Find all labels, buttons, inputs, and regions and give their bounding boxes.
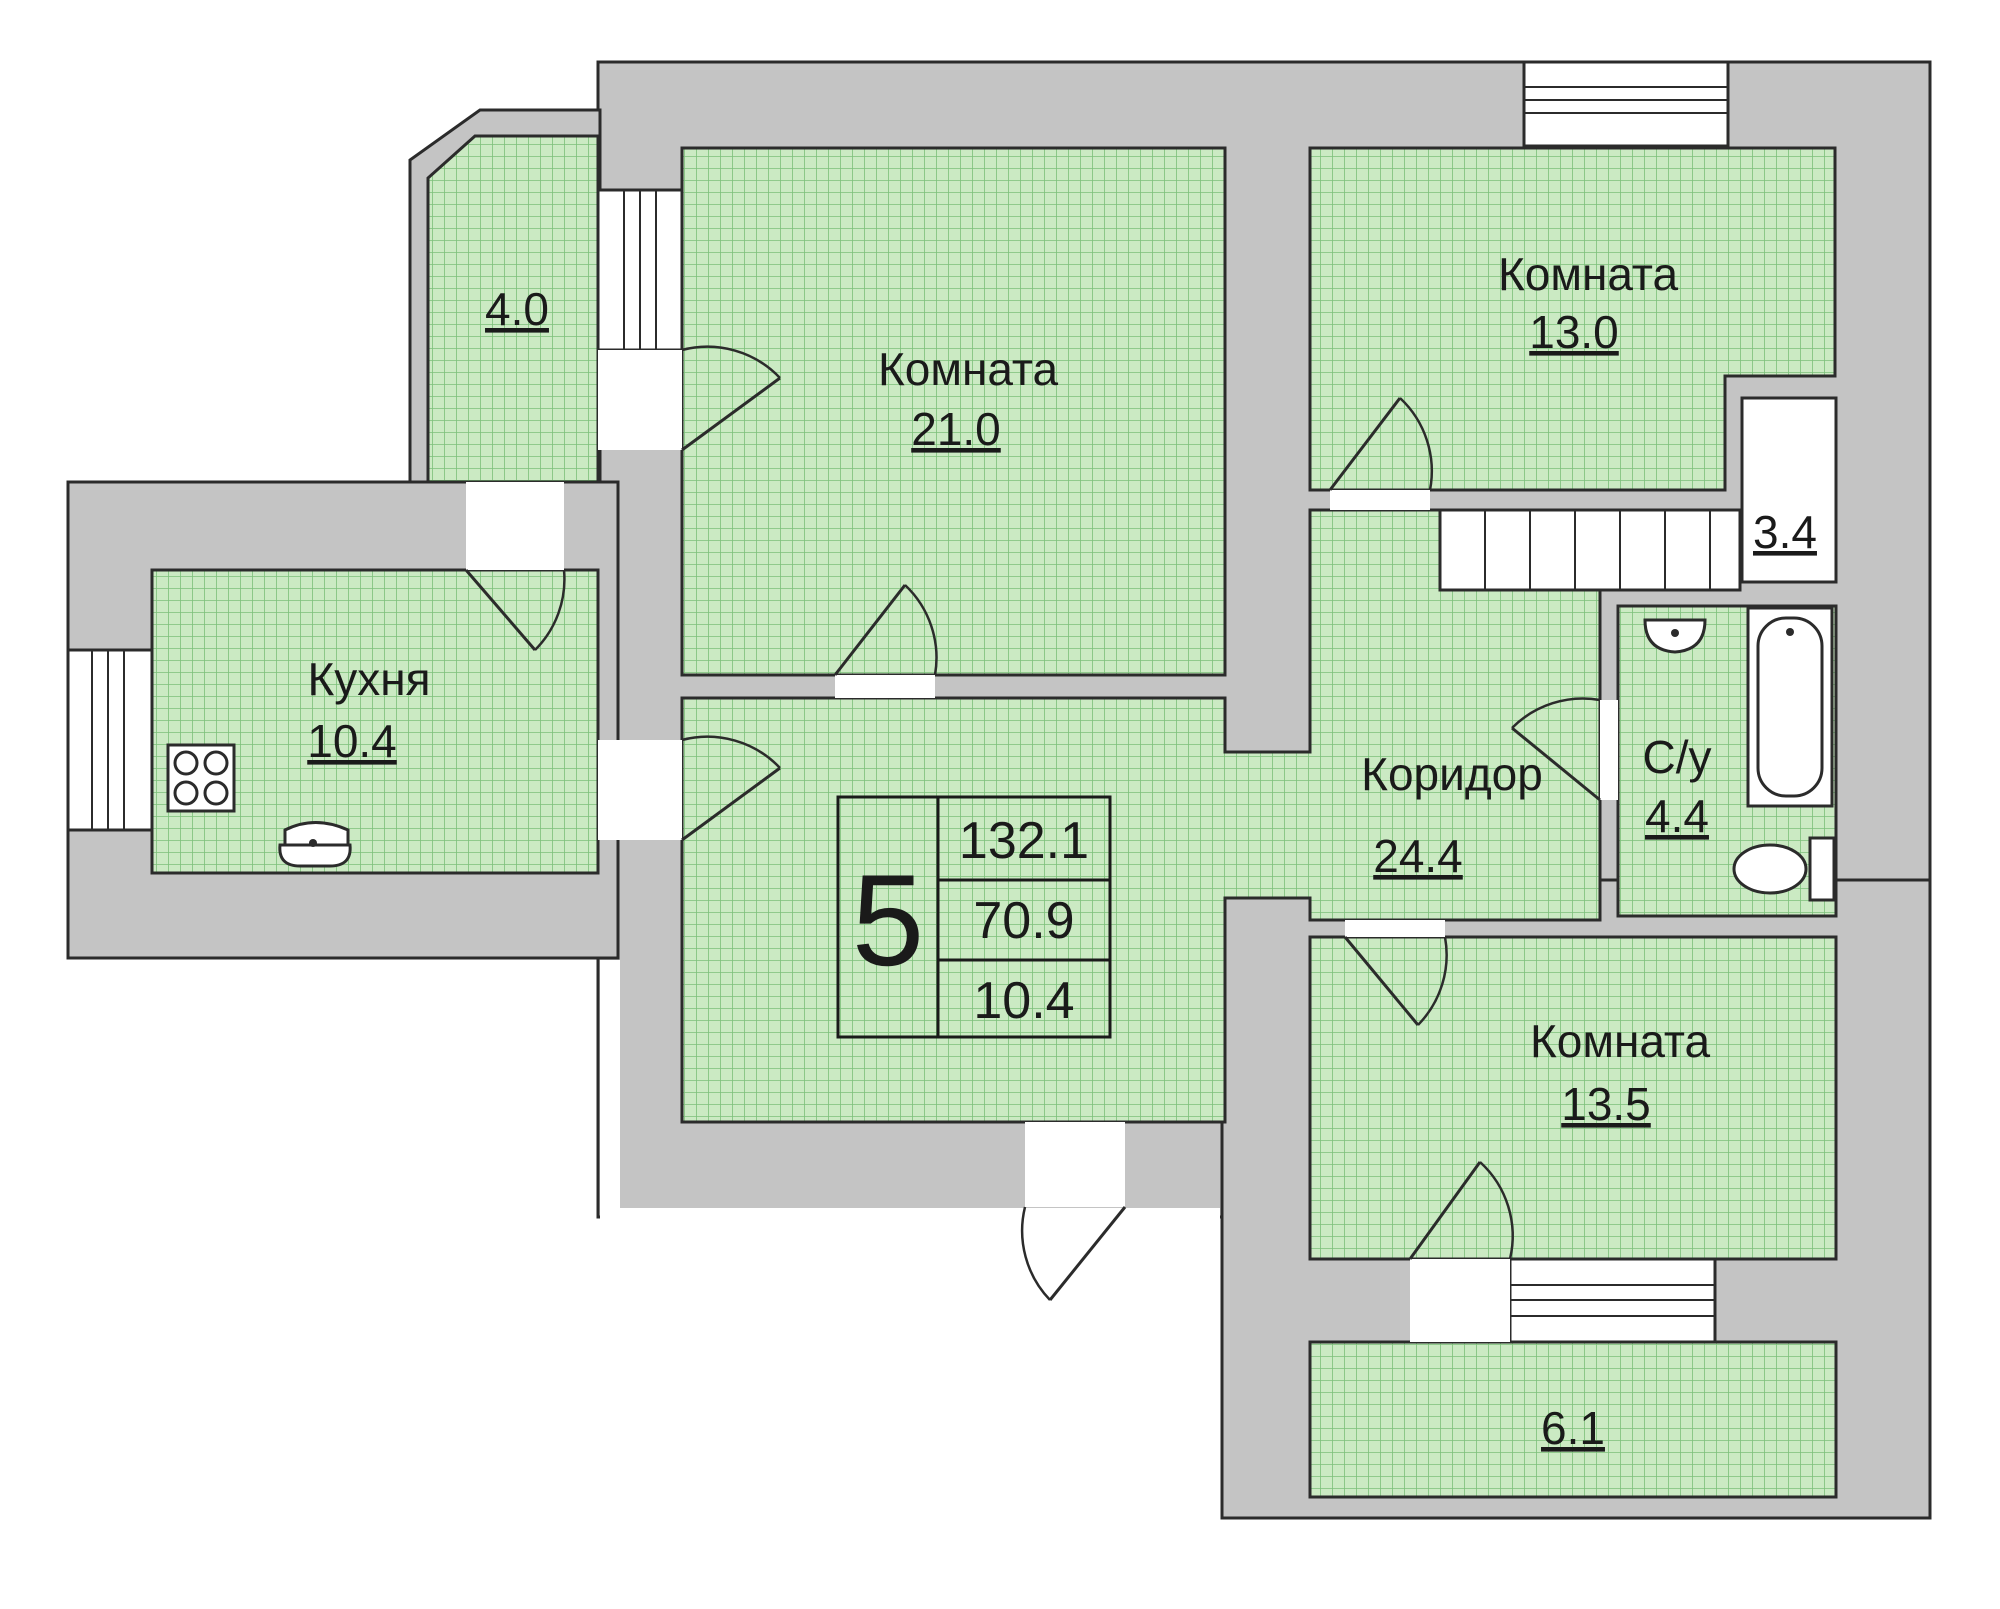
doorway-room21-balcony xyxy=(598,350,682,450)
area-balcony-top: 4.0 xyxy=(485,283,549,335)
washbasin-icon xyxy=(1643,618,1707,654)
stove-icon xyxy=(166,743,236,813)
area-corridor: 24.4 xyxy=(1373,830,1463,882)
doorway-kitchen-corridor xyxy=(598,740,682,840)
area-room-21: 21.0 xyxy=(911,403,1001,455)
doorway-balcony-bottom xyxy=(1410,1259,1510,1342)
doorway-entrance xyxy=(1025,1122,1125,1207)
kitchen-area: 10.4 xyxy=(973,972,1074,1030)
windows xyxy=(66,60,1742,1344)
rooms-count: 5 xyxy=(852,847,924,993)
doorway-bathroom xyxy=(1600,700,1618,800)
name-bathroom: С/у xyxy=(1643,731,1712,783)
room-floor-room-21 xyxy=(680,146,1227,677)
total-area: 132.1 xyxy=(959,812,1089,870)
summary-table: 5 132.1 70.9 10.4 xyxy=(836,795,1112,1039)
fixtures xyxy=(166,606,1836,902)
doorway-room21-corridor xyxy=(835,675,935,698)
name-room-21: Комната xyxy=(878,343,1059,395)
room-labels: 4.0 Комната 21.0 Комната 13.0 3.4 Кухня … xyxy=(307,248,1817,1454)
name-corridor: Коридор xyxy=(1361,748,1543,800)
doorway-balcony-kitchen xyxy=(466,482,564,570)
bathtub-icon xyxy=(1746,606,1834,808)
living-area: 70.9 xyxy=(973,892,1074,950)
window-kitchen xyxy=(66,648,154,832)
doorways xyxy=(466,350,1618,1342)
name-room-13: Комната xyxy=(1498,248,1679,300)
kitchen-sink-icon xyxy=(278,821,352,868)
name-room-13-5: Комната xyxy=(1530,1015,1711,1067)
name-kitchen: Кухня xyxy=(307,653,430,705)
outer-notch-2 xyxy=(600,960,620,1210)
room-floor-balcony-bottom xyxy=(1308,1340,1838,1499)
vent-strip xyxy=(1438,508,1742,592)
room-floor-kitchen xyxy=(150,568,600,875)
area-room-13-5: 13.5 xyxy=(1561,1078,1651,1130)
toilet-icon xyxy=(1732,836,1836,902)
window-top-right xyxy=(1522,60,1730,148)
area-storage: 3.4 xyxy=(1753,506,1817,558)
outer-notch xyxy=(600,1208,1220,1318)
room-floor-room-13 xyxy=(1308,146,1837,492)
door-swings xyxy=(464,345,1601,1301)
area-kitchen: 10.4 xyxy=(307,715,397,767)
doorway-room135-corridor xyxy=(1345,920,1445,937)
area-room-13: 13.0 xyxy=(1529,306,1619,358)
area-balcony-bottom: 6.1 xyxy=(1541,1402,1605,1454)
area-bathroom: 4.4 xyxy=(1645,790,1709,842)
storage-closet xyxy=(1740,396,1838,584)
doorway-room13-corridor xyxy=(1330,490,1430,510)
